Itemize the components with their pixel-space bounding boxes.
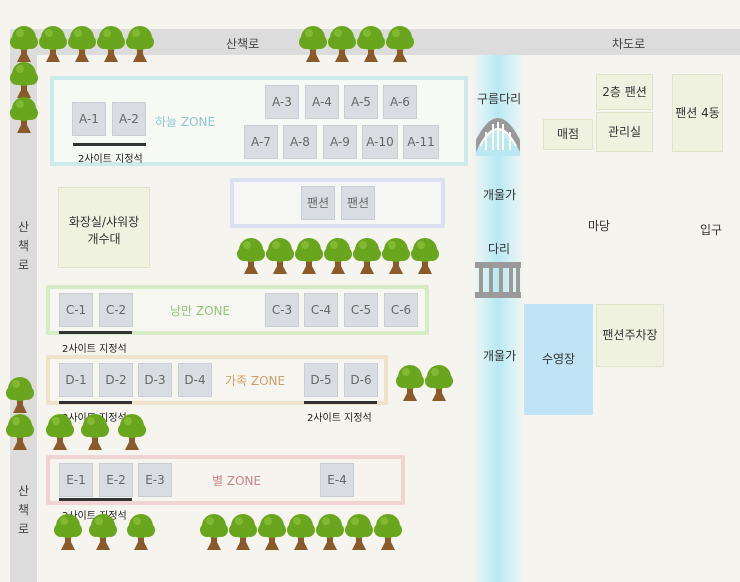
site-a10[interactable]: A-10 (362, 125, 398, 159)
site-c3[interactable]: C-3 (265, 293, 299, 327)
two-site-bar (59, 498, 132, 501)
romance-zone-label: 낭만 ZONE (170, 304, 231, 318)
tree-icon (287, 514, 315, 550)
tree-icon (411, 238, 439, 274)
site-d6[interactable]: D-6 (344, 363, 378, 397)
site-a4[interactable]: A-4 (305, 85, 339, 119)
site-e1[interactable]: E-1 (59, 463, 93, 497)
two-site-note: 2사이트 지정석 (62, 511, 127, 522)
stream-label-lower: 개울가 (483, 349, 517, 363)
site-a11[interactable]: A-11 (403, 125, 439, 159)
site-a5[interactable]: A-5 (344, 85, 378, 119)
tree-icon (374, 514, 402, 550)
pension-2f-building[interactable]: 2층 팬션 (596, 74, 653, 110)
tree-icon (229, 514, 257, 550)
tree-icon (46, 414, 74, 450)
site-e3[interactable]: E-3 (138, 463, 172, 497)
tree-icon (258, 514, 286, 550)
tree-icon (126, 26, 154, 62)
stream-label-upper: 개울가 (483, 188, 517, 202)
site-d2[interactable]: D-2 (99, 363, 133, 397)
tree-icon (118, 414, 146, 450)
pension-parking[interactable]: 팬션주차장 (596, 304, 664, 367)
site-a1[interactable]: A-1 (72, 102, 106, 136)
family-zone-label: 가족 ZONE (225, 374, 286, 388)
tree-icon (324, 238, 352, 274)
tree-icon (328, 26, 356, 62)
tree-icon (295, 238, 323, 274)
tree-icon (396, 365, 424, 401)
tree-icon (6, 414, 34, 450)
two-site-bar (73, 143, 146, 146)
tree-icon (127, 514, 155, 550)
pension-4-building[interactable]: 팬션 4동 (672, 74, 723, 152)
restroom-building[interactable]: 화장실/샤워장 개수대 (58, 187, 150, 268)
cloud-bridge-icon[interactable] (474, 110, 522, 158)
star-zone-label: 별 ZONE (212, 474, 262, 488)
site-c4[interactable]: C-4 (304, 293, 338, 327)
two-site-bar (59, 331, 132, 334)
swimming-pool[interactable]: 수영장 (524, 304, 593, 415)
tree-icon (54, 514, 82, 550)
tree-icon (266, 238, 294, 274)
driveway-label: 차도로 (612, 37, 646, 51)
tree-icon (89, 514, 117, 550)
office-building[interactable]: 관리실 (596, 112, 653, 152)
site-c6[interactable]: C-6 (384, 293, 418, 327)
site-d5[interactable]: D-5 (304, 363, 338, 397)
tree-icon (6, 377, 34, 413)
two-site-bar (304, 401, 377, 404)
tree-icon (97, 26, 125, 62)
site-a6[interactable]: A-6 (383, 85, 417, 119)
two-site-note: 2사이트 지정석 (78, 154, 143, 165)
site-d3[interactable]: D-3 (138, 363, 172, 397)
site-e2[interactable]: E-2 (99, 463, 133, 497)
site-c1[interactable]: C-1 (59, 293, 93, 327)
tree-icon (382, 238, 410, 274)
bridge-label: 다리 (488, 242, 511, 256)
tree-icon (345, 514, 373, 550)
two-site-note: 2사이트 지정석 (62, 344, 127, 355)
tree-icon (81, 414, 109, 450)
tree-icon (10, 97, 38, 133)
top-walkway-label: 산책로 (226, 37, 260, 51)
site-a2[interactable]: A-2 (112, 102, 146, 136)
two-site-note: 2사이트 지정석 (307, 413, 372, 424)
site-c2[interactable]: C-2 (99, 293, 133, 327)
tree-icon (425, 365, 453, 401)
yard-label: 마당 (588, 219, 611, 233)
pension-unit-1[interactable]: 팬션 (301, 186, 335, 220)
site-a9[interactable]: A-9 (323, 125, 357, 159)
tree-icon (10, 26, 38, 62)
site-a3[interactable]: A-3 (265, 85, 299, 119)
tree-icon (353, 238, 381, 274)
entrance-label: 입구 (700, 223, 723, 237)
tree-icon (386, 26, 414, 62)
site-d4[interactable]: D-4 (178, 363, 212, 397)
tree-icon (200, 514, 228, 550)
site-d1[interactable]: D-1 (59, 363, 93, 397)
tree-icon (357, 26, 385, 62)
site-a8[interactable]: A-8 (283, 125, 317, 159)
cloud-bridge-label: 구름다리 (477, 92, 522, 106)
tree-icon (39, 26, 67, 62)
two-site-bar (59, 401, 132, 404)
site-e4[interactable]: E-4 (320, 463, 354, 497)
tree-icon (237, 238, 265, 274)
store-building[interactable]: 매점 (543, 119, 593, 150)
tree-icon (68, 26, 96, 62)
tree-icon (10, 62, 38, 98)
site-c5[interactable]: C-5 (344, 293, 378, 327)
tree-icon (316, 514, 344, 550)
site-a7[interactable]: A-7 (244, 125, 278, 159)
pension-unit-2[interactable]: 팬션 (341, 186, 375, 220)
pension-zone (230, 178, 445, 228)
side-road (10, 55, 37, 582)
tree-icon (299, 26, 327, 62)
sky-zone-label: 하늘 ZONE (155, 115, 216, 129)
bridge-icon[interactable] (475, 260, 521, 300)
